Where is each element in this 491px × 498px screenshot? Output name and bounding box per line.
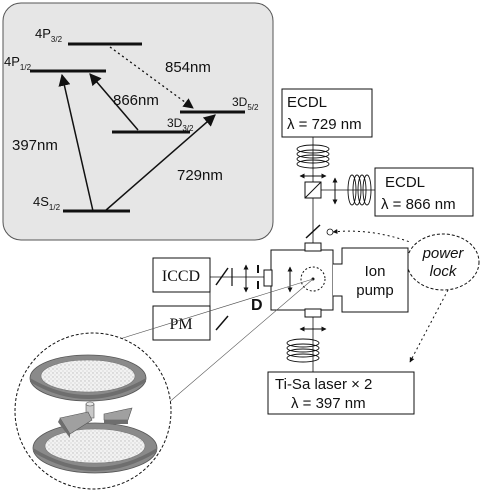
fiber-coil-side	[347, 174, 372, 206]
lock-path-out	[409, 289, 449, 363]
level-4s12-label: 4S1/2	[33, 194, 61, 212]
level-4p12-label: 4P1/2	[4, 54, 32, 72]
pm-mirror	[215, 315, 229, 331]
vacuum-chamber	[263, 242, 334, 318]
fiber-coil-bottom	[286, 338, 320, 363]
fiber-coil-top	[296, 144, 330, 169]
ecdl-729-wavelength: λ = 729 nm	[287, 116, 362, 133]
zoom-line-lower	[159, 278, 314, 411]
transition-866-label: 866nm	[113, 92, 159, 109]
pm-label: PM	[169, 316, 192, 333]
transition-397-arrow	[58, 73, 94, 212]
aperture-label: D	[251, 297, 263, 314]
ring-electrode-top	[29, 354, 147, 402]
transition-866-arrow	[89, 73, 139, 131]
iccd-label: ICCD	[162, 268, 200, 285]
trap-inset	[14, 332, 172, 490]
transition-854-label: 854nm	[165, 59, 211, 76]
ecdl-729-box: ECDL λ = 729 nm	[281, 88, 373, 138]
ion-pump-line1: Ion	[365, 263, 386, 280]
optical-setup: ECDL λ = 729 nm ECDL	[109, 88, 480, 415]
energy-level-panel: 4P3/2 4P1/2 3D3/2 3D5/2 4S1/2 854nm 866n…	[2, 2, 274, 241]
power-lock-line1: power	[422, 245, 465, 262]
tisa-laser-box: Ti-Sa laser × 2 λ = 397 nm	[267, 371, 415, 415]
iccd-box: ICCD	[152, 257, 211, 293]
ecdl-729-title: ECDL	[287, 94, 327, 111]
zoom-line-upper	[109, 278, 314, 343]
ring-electrode-bottom	[32, 422, 158, 474]
ion-pump-line2: pump	[356, 282, 394, 299]
lock-path-in	[332, 229, 411, 243]
ion-pump: Ion pump	[333, 247, 409, 313]
transition-729-arrow	[104, 114, 216, 212]
pickoff-mirror	[305, 224, 321, 239]
level-3d32-label: 3D3/2	[167, 116, 194, 133]
power-lock-bubble: power lock	[406, 233, 480, 291]
transition-729-label: 729nm	[177, 167, 223, 184]
tisa-wavelength: λ = 397 nm	[291, 395, 366, 412]
transition-854-arrow	[109, 46, 194, 109]
ecdl-866-wavelength: λ = 866 nm	[381, 196, 456, 213]
transition-397-label: 397nm	[12, 137, 58, 154]
pm-box: PM	[152, 305, 211, 341]
tisa-title: Ti-Sa laser × 2	[275, 376, 372, 393]
power-lock-line2: lock	[430, 263, 458, 280]
ecdl-866-title: ECDL	[385, 174, 425, 191]
level-4p32-label: 4P3/2	[35, 26, 63, 44]
beam-splitter-cube	[304, 181, 322, 199]
flip-mirror	[215, 267, 229, 286]
level-3d52-label: 3D5/2	[232, 95, 259, 112]
compensation-electrodes	[58, 407, 133, 438]
ecdl-866-box: ECDL λ = 866 nm	[374, 167, 474, 217]
photodiode-dot	[326, 228, 334, 236]
